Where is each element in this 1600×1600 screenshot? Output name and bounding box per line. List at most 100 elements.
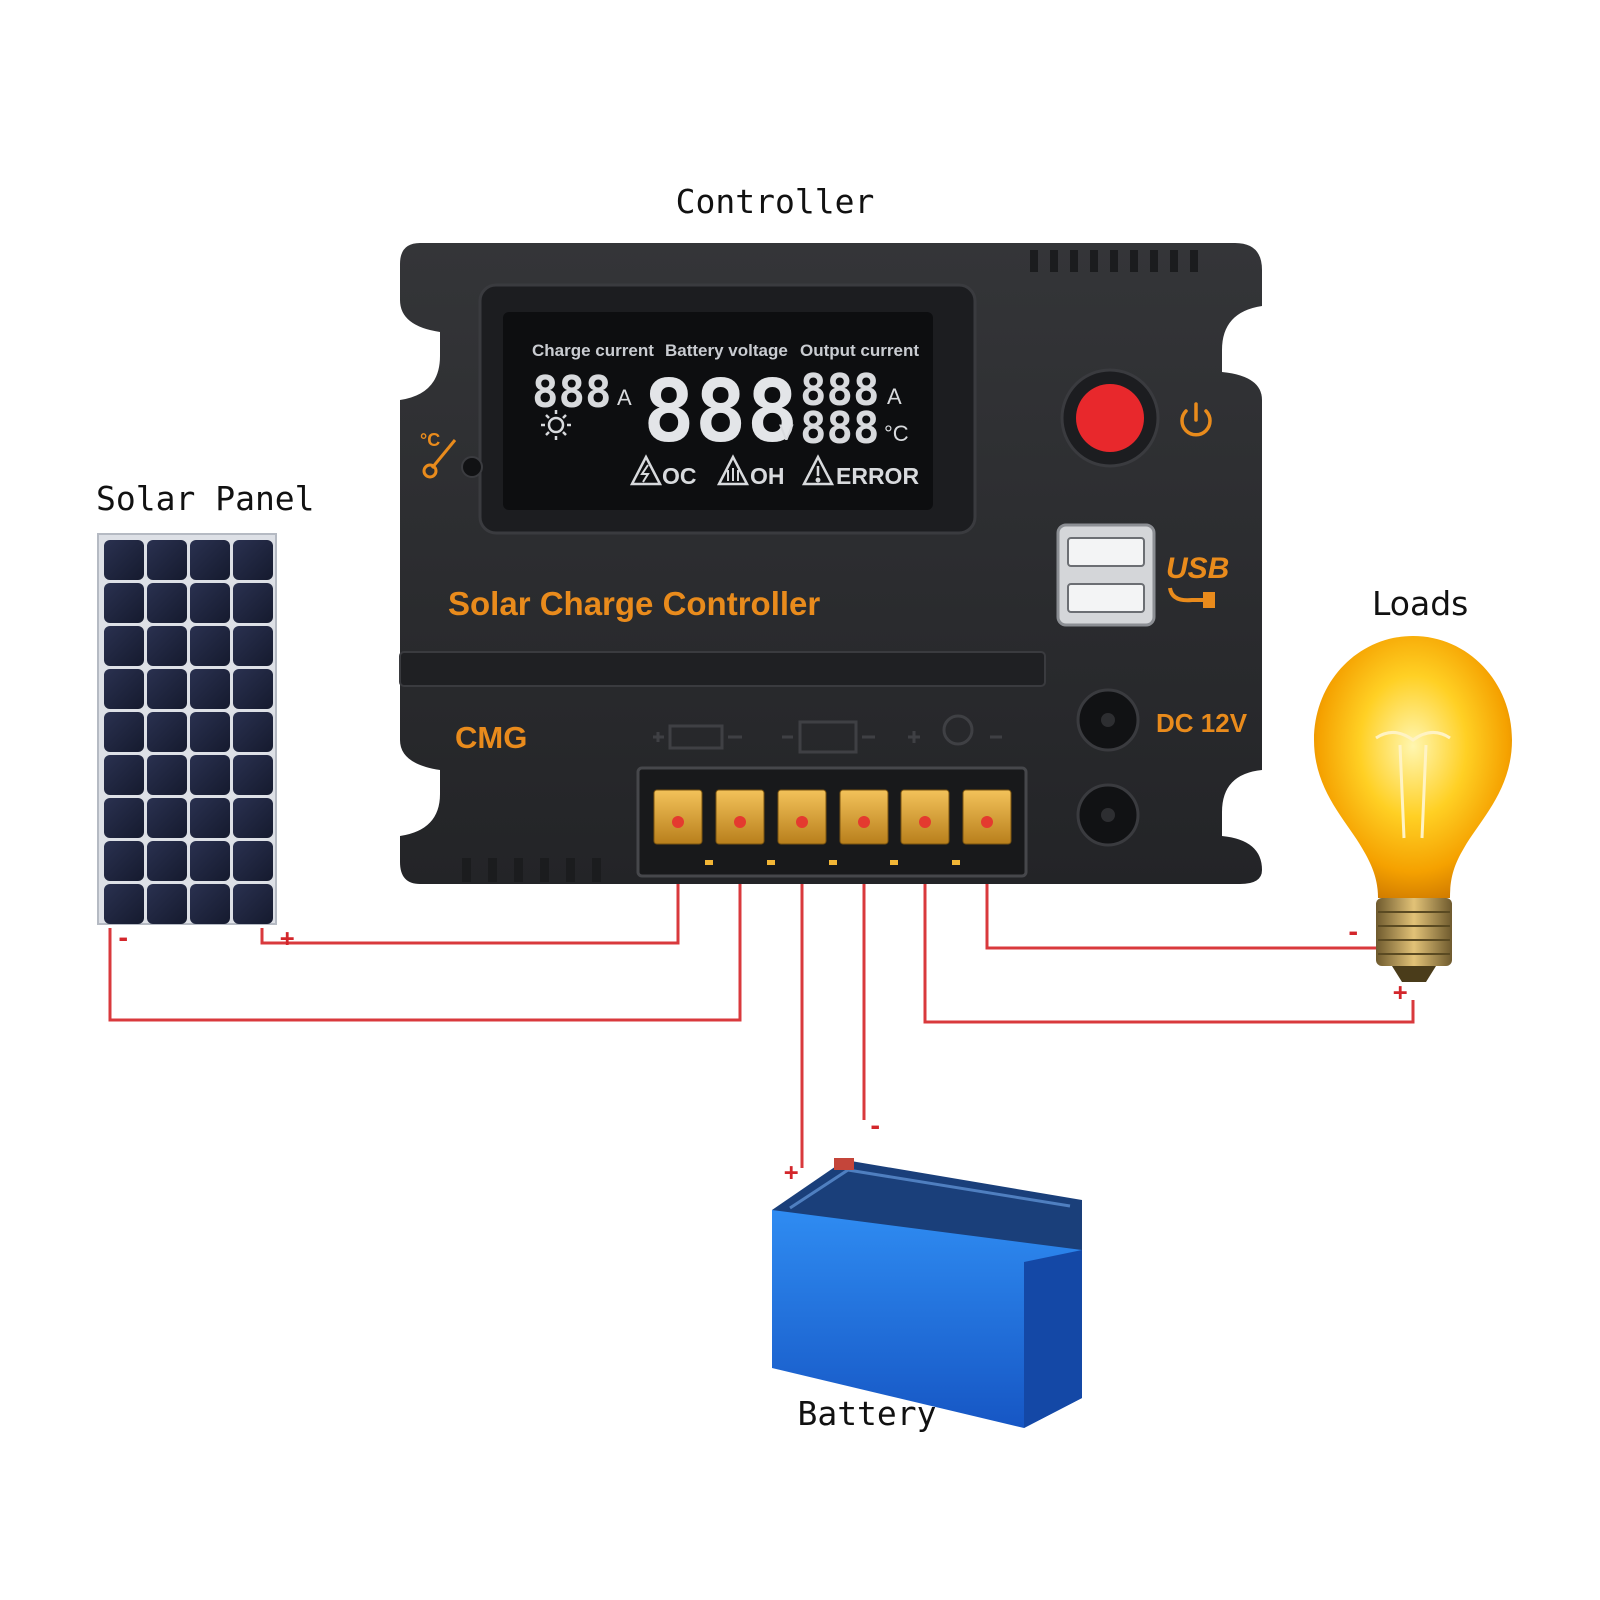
- warning-error-icon: [801, 454, 835, 486]
- dc-voltage-label: DC 12V: [1156, 708, 1248, 738]
- lcd-temperature-unit: °C: [884, 421, 909, 446]
- panel-negative-sign: -: [116, 924, 130, 952]
- solar-cell: [233, 798, 273, 838]
- warning-oh-label: OH: [750, 463, 785, 489]
- controller-label: Controller: [676, 182, 875, 221]
- wire-panel-positive: [260, 832, 680, 945]
- top-vent: [1030, 250, 1198, 272]
- solar-cell: [233, 669, 273, 709]
- solar-cell: [147, 755, 187, 795]
- solar-cell: [104, 712, 144, 752]
- solar-cell: [233, 583, 273, 623]
- lcd-output-current-value: 888: [800, 365, 879, 416]
- dc-jack-1-pin: [1101, 713, 1115, 727]
- battery-front: [772, 1210, 1082, 1428]
- maker-logo: CMG: [455, 720, 527, 755]
- solar-cell: [147, 626, 187, 666]
- solar-cell: [233, 841, 273, 881]
- solar-cell: [104, 755, 144, 795]
- temperature-sensor-port: [461, 456, 483, 478]
- temperature-sensor-icon: °C: [420, 430, 457, 479]
- panel-positive-sign: +: [280, 924, 294, 952]
- solar-cell: [147, 669, 187, 709]
- solar-cell: [233, 540, 273, 580]
- lcd-charge-current-value: 888: [532, 367, 611, 418]
- solar-cell: [147, 712, 187, 752]
- light-bulb: [1314, 636, 1512, 982]
- bulb-base: [1376, 898, 1452, 966]
- warning-error-label: ERROR: [836, 463, 919, 489]
- lcd-screen: [503, 312, 933, 510]
- lcd-battery-voltage-unit: V: [779, 420, 794, 445]
- usb-port-2[interactable]: [1067, 583, 1145, 613]
- bulb-tip: [1392, 966, 1436, 982]
- solar-panel-label: Solar Panel: [96, 479, 315, 518]
- battery-positive-sign: +: [784, 1158, 798, 1186]
- usb-port-1[interactable]: [1067, 537, 1145, 567]
- solar-cell: [104, 669, 144, 709]
- wire-panel-negative: [108, 832, 742, 1022]
- power-button[interactable]: [1076, 384, 1144, 452]
- solar-panel-cells: [104, 540, 273, 924]
- solar-cell: [233, 755, 273, 795]
- solar-cell: [147, 841, 187, 881]
- lcd-temperature-value: 888: [800, 403, 879, 454]
- battery-label: Battery: [797, 1394, 936, 1433]
- lcd-battery-voltage-value: 888: [643, 362, 798, 462]
- usb-label: USB: [1166, 552, 1229, 585]
- power-icon: [1180, 402, 1212, 437]
- solar-cell: [104, 798, 144, 838]
- usb-cable-icon: [1168, 587, 1206, 603]
- wire-load-positive: [923, 832, 1415, 1024]
- load-positive-sign: +: [1393, 978, 1407, 1006]
- lcd-output-current-label: Output current: [800, 341, 919, 360]
- solar-cell: [104, 884, 144, 924]
- solar-cell: [190, 841, 230, 881]
- terminal-screws: [653, 789, 1012, 865]
- solar-panel: [97, 533, 277, 925]
- solar-cell: [104, 540, 144, 580]
- bulb-glass: [1314, 636, 1512, 898]
- bulb-filament: [1375, 731, 1451, 839]
- solar-cell: [190, 712, 230, 752]
- solar-cell: [104, 841, 144, 881]
- lcd-charge-current-label: Charge current: [532, 341, 654, 360]
- embossed-terminal-symbols: [653, 714, 1002, 754]
- solar-cell: [147, 540, 187, 580]
- body-groove: [399, 651, 1046, 687]
- solar-cell: [233, 712, 273, 752]
- battery: [772, 1158, 1082, 1428]
- solar-cell: [190, 884, 230, 924]
- lcd-battery-voltage-label: Battery voltage: [665, 341, 788, 360]
- loads-label: Loads: [1372, 584, 1468, 623]
- brand-title: Solar Charge Controller: [448, 585, 820, 622]
- solar-cell: [190, 583, 230, 623]
- solar-cell: [104, 583, 144, 623]
- battery-side: [1024, 1250, 1082, 1428]
- solar-cell: [104, 626, 144, 666]
- load-negative-sign: -: [1346, 918, 1360, 946]
- solar-cell: [147, 798, 187, 838]
- bottom-vent: [462, 858, 601, 882]
- warning-oc-icon: [629, 454, 663, 486]
- battery-negative-sign: -: [868, 1112, 882, 1140]
- solar-cell: [233, 626, 273, 666]
- solar-cell: [190, 755, 230, 795]
- solar-cell: [190, 626, 230, 666]
- svg-text:°C: °C: [420, 430, 440, 450]
- solar-cell: [147, 884, 187, 924]
- solar-cell: [147, 583, 187, 623]
- battery-terminal-positive: [834, 1158, 854, 1170]
- lcd-charge-current-unit: A: [617, 385, 632, 410]
- dc-jack-2-pin: [1101, 808, 1115, 822]
- lcd-output-current-unit: A: [887, 384, 902, 409]
- solar-cell: [190, 540, 230, 580]
- warning-oc-label: OC: [662, 463, 697, 489]
- solar-cell: [190, 669, 230, 709]
- warning-oh-icon: [716, 454, 750, 486]
- sun-icon: [541, 410, 571, 440]
- solar-cell: [190, 798, 230, 838]
- usb-plug-icon: [1203, 592, 1215, 608]
- bulb-base-threads: [1378, 911, 1450, 955]
